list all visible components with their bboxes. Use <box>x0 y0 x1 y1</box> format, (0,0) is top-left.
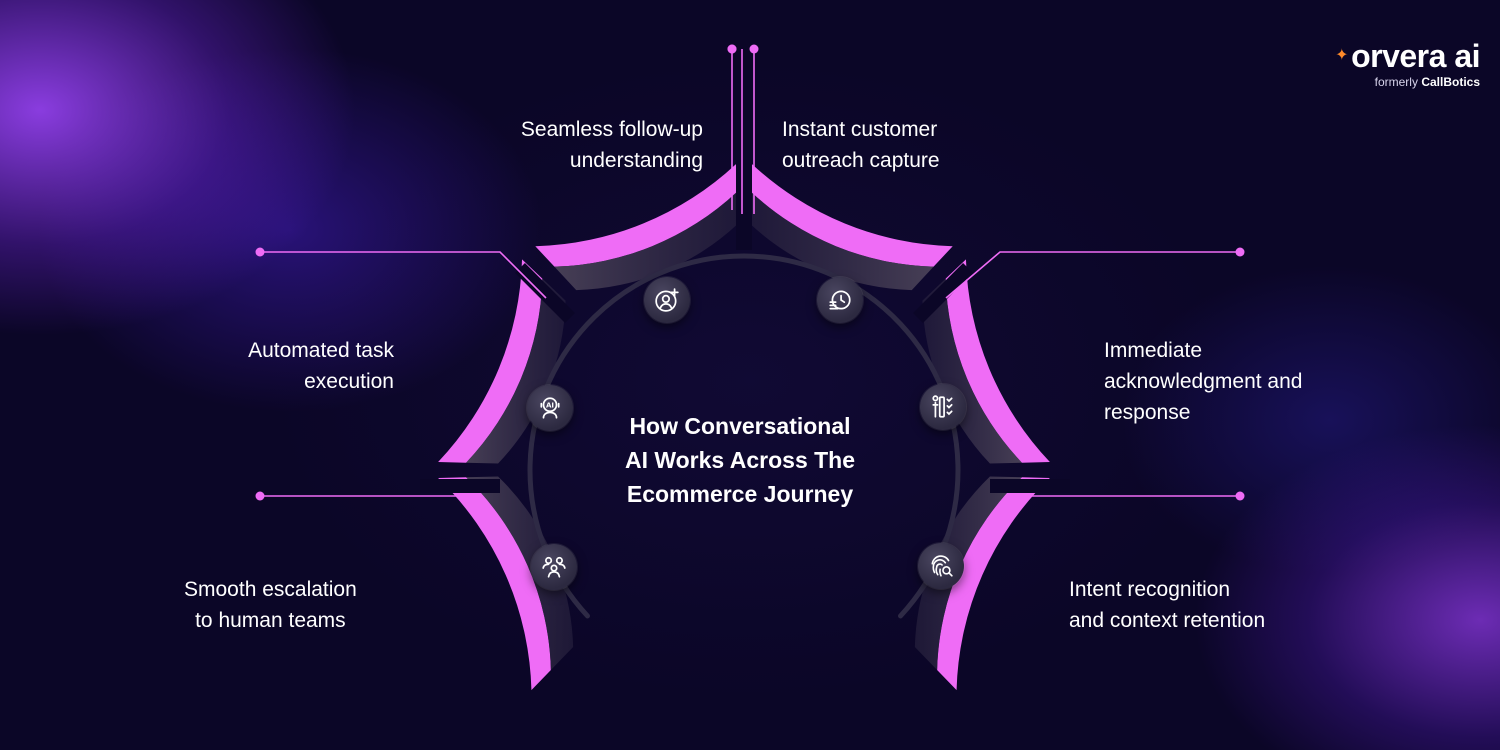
arc-segment-bottom-left-outer <box>438 477 551 691</box>
arc-segment-mid-left-outer <box>438 259 543 463</box>
arc-segment-bottom-right-inner <box>914 476 1022 670</box>
title-line-1: How Conversational <box>629 413 851 439</box>
gap-upper-left <box>515 263 575 323</box>
arc-segment-mid-right-outer <box>945 259 1050 463</box>
arc-segment-top-right-outer <box>751 164 953 267</box>
user-add-icon <box>644 277 690 323</box>
title-line-2: AI Works Across The <box>624 447 856 473</box>
arc-segment-bottom-left-inner <box>466 476 574 670</box>
connector-lines <box>255 44 1245 501</box>
brand-logo: ✦ orvera ai formerly CallBotics <box>1335 38 1480 90</box>
brand-subtitle: formerly CallBotics <box>1335 74 1480 90</box>
brand-prefix: formerly <box>1374 75 1418 89</box>
svg-text:AI: AI <box>546 400 554 409</box>
fingerprint-search-icon <box>918 543 964 589</box>
connector-mid-right-dot <box>1235 247 1245 257</box>
arc-segment-top-left-outer <box>535 164 737 267</box>
connector-top-left-dot-2 <box>727 44 737 54</box>
connector-mid-left-line <box>260 251 547 299</box>
team-icon <box>531 544 577 590</box>
gap-upper-right <box>913 263 973 323</box>
person-checklist-icon <box>920 384 966 430</box>
connector-mid-left-dot <box>255 247 265 257</box>
connector-top-right-dot <box>749 44 759 54</box>
diagram-title: How Conversational AI Works Across The E… <box>560 409 920 511</box>
connector-bottom-left-dot <box>255 491 265 501</box>
brand-wordmark: ✦ orvera ai <box>1335 38 1480 74</box>
title-line-3: Ecommerce Journey <box>626 481 854 507</box>
inner-track <box>527 253 961 619</box>
connector-bottom-right-dot <box>1235 491 1245 501</box>
arc-segment-mid-right-inner <box>922 278 1022 464</box>
arc-segment-mid-left-inner <box>466 278 566 464</box>
arc-ring <box>420 160 1070 691</box>
arc-segment-bottom-right-outer <box>937 477 1050 691</box>
brand-name: orvera ai <box>1351 38 1480 74</box>
arc-segment-top-left-inner <box>554 192 738 291</box>
arc-segment-top-right-inner <box>750 192 934 291</box>
brand-spark-icon: ✦ <box>1335 47 1349 64</box>
clock-list-icon <box>817 277 863 323</box>
ai-robot-icon: AI <box>527 385 573 431</box>
connector-mid-right-line <box>945 251 1240 299</box>
brand-former-name: CallBotics <box>1421 75 1480 89</box>
